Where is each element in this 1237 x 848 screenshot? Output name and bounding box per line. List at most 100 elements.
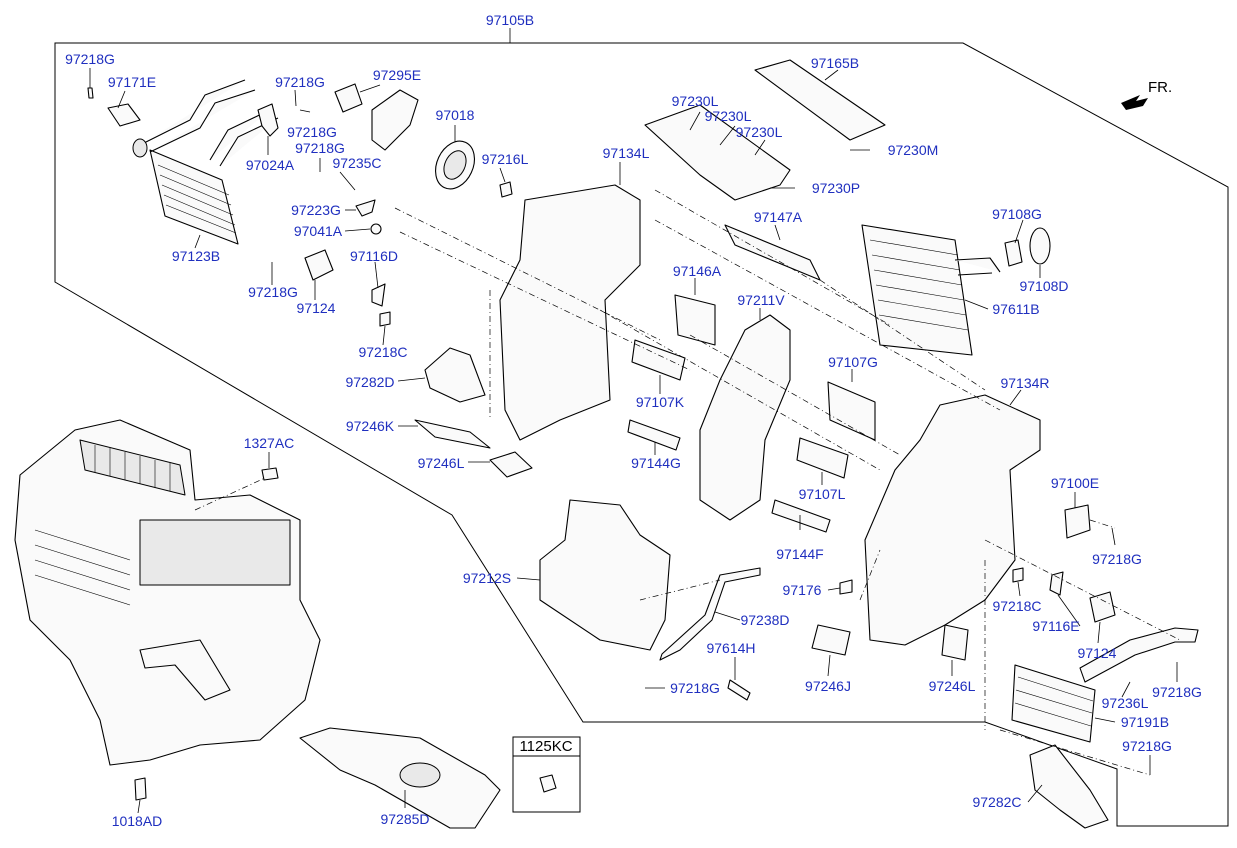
inset-label: 1125KC [519,738,572,755]
callout-label: 97238D [740,612,789,628]
blower-fan-part [435,140,475,190]
clip-97041a-part [370,223,382,235]
callout-label: 97285D [380,811,429,827]
screw-1018ad-part [134,777,147,801]
grommet-1327ac-part [261,467,279,481]
front-direction-arrow-icon [1121,95,1148,110]
inset-box [512,736,581,813]
callout-label: 97134R [1000,375,1049,391]
callout-label: 97218G [670,680,720,696]
callout-label: 97124 [297,300,336,316]
assembled-hvac-unit-part [14,419,321,766]
callout-label: 97218G [65,51,115,67]
callout-label: 97191B [1121,714,1169,730]
callout-label: 97218G [248,284,298,300]
callout-label: 97100E [1051,475,1099,491]
hose-97236l-part [1079,627,1199,683]
callout-label: 97107K [636,394,685,410]
callout-label: 97212S [463,570,511,586]
clip-97216l-part [499,181,513,198]
callout-label: 97146A [673,263,722,279]
door-97107k-part [631,339,686,381]
callout-label: 97216L [482,151,529,167]
cover-97285d-part [299,727,501,829]
door-97144g-part [627,419,681,451]
sensor-97614h-part [727,679,751,701]
actuator-97295e-part [334,83,363,113]
seal-97246j-part [811,624,851,656]
callout-label: 97116E [1032,618,1079,634]
bolt-1125kc-part [539,774,557,793]
callout-label: 97107L [799,486,846,502]
callout-label: 97108D [1019,278,1068,294]
callout-label: 97218G [1122,738,1172,754]
duct-97282c-part [1029,744,1109,829]
evaporator-97611b-part [861,224,1001,356]
callout-label: 97041A [294,223,343,239]
bracket-97024a-part [257,103,279,137]
callout-label: 97176 [783,582,822,598]
callout-label: 97246J [805,678,851,694]
callout-label: 97218G [275,74,325,90]
callout-label: 97282D [345,374,394,390]
seal-97108g-part [1004,239,1023,267]
callout-label: 97211V [737,292,785,308]
callout-label: 1327AC [244,435,295,451]
case-right-97134r-part [864,394,1041,646]
callout-label: 97230L [672,93,719,109]
tray-97212s-part [539,499,671,651]
divider-97211v-part [699,314,791,521]
callout-label: 97246L [929,678,976,694]
callout-label: 97230P [812,180,860,196]
seal-97108d-part [1029,227,1051,265]
callout-label: 97246K [346,418,395,434]
callout-label: 97218G [295,140,345,156]
callout-label: 1018AD [112,813,163,829]
actuator-97124-part [304,249,334,281]
callout-label: 97218G [1092,551,1142,567]
callout-label: 97295E [373,67,421,83]
callout-label: 97235C [332,155,381,171]
callout-label: 97124 [1078,645,1117,661]
lever-97116e-part [1049,571,1064,596]
actuator-97124-right-part [1089,591,1116,623]
callout-label: 97218G [1152,684,1202,700]
lever-97116d-part [371,283,386,307]
door-97144f-part [771,499,831,533]
callout-labels: 97218G 97171E 97218G 97295E 97218G 97024… [65,51,1202,829]
actuator-97100e-part [1064,504,1091,539]
heater-core-part [132,79,279,245]
callout-label: 97230M [888,142,939,158]
callout-label: 97611B [992,301,1039,317]
clip-97218c-part [379,311,391,327]
assembly-frame [54,42,1229,827]
clip-97218c-right-part [1012,567,1024,583]
callout-label: 97282C [972,794,1021,810]
callout-label: 97134L [603,145,650,161]
lever-97223g-part [355,199,376,217]
bracket-97295e-part [371,89,419,151]
door-97107l-part [796,437,849,479]
callout-label: 97218C [992,598,1041,614]
callout-label: 97236L [1102,695,1149,711]
heater-core-97191b-part [1011,664,1096,743]
seal-97246l-part [489,451,533,478]
callout-label: 97116D [350,248,398,264]
callout-label: 97246L [418,455,465,471]
duct-97282d-part [424,347,486,403]
seal-97246l-right-part [941,624,969,661]
cover-97285d-detail [399,762,441,788]
seal-97246k-part [414,419,491,449]
door-97147a-part [724,224,821,281]
callout-label: 97230L [705,108,752,124]
callout-label: 97230L [736,124,783,140]
assembly-label: 97105B [486,12,534,28]
callout-label: 97147A [754,209,803,225]
callout-label: 97218C [358,344,407,360]
callout-label: 97223G [291,202,341,218]
door-97146a-part [674,294,716,346]
bolt-part [87,87,94,99]
callout-label: 97108G [992,206,1042,222]
case-left-97134l-part [499,184,641,441]
